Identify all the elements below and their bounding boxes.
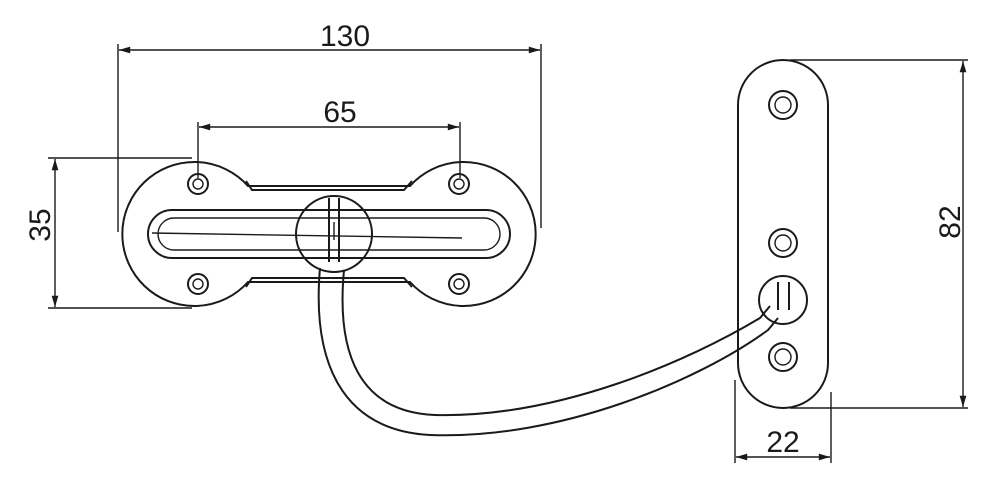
main-plate — [121, 161, 537, 307]
dimension-65: 65 — [197, 96, 461, 178]
dimension-label-35: 35 — [24, 208, 57, 241]
keeper-knob — [758, 275, 808, 325]
dimension-label-65: 65 — [323, 96, 356, 129]
dimension-label-130: 130 — [320, 20, 370, 53]
screw-hole-icon — [187, 173, 470, 295]
dimension-82: 82 — [790, 59, 968, 409]
dimension-label-82: 82 — [934, 205, 967, 238]
dimension-130: 130 — [117, 20, 542, 232]
dimension-22: 22 — [734, 380, 832, 463]
cable — [317, 267, 779, 437]
slide-knob — [295, 195, 373, 273]
dimension-label-22: 22 — [766, 426, 799, 459]
screw-hole-icon — [768, 90, 798, 372]
keeper-plate — [737, 59, 829, 409]
dimension-35: 35 — [24, 157, 192, 309]
